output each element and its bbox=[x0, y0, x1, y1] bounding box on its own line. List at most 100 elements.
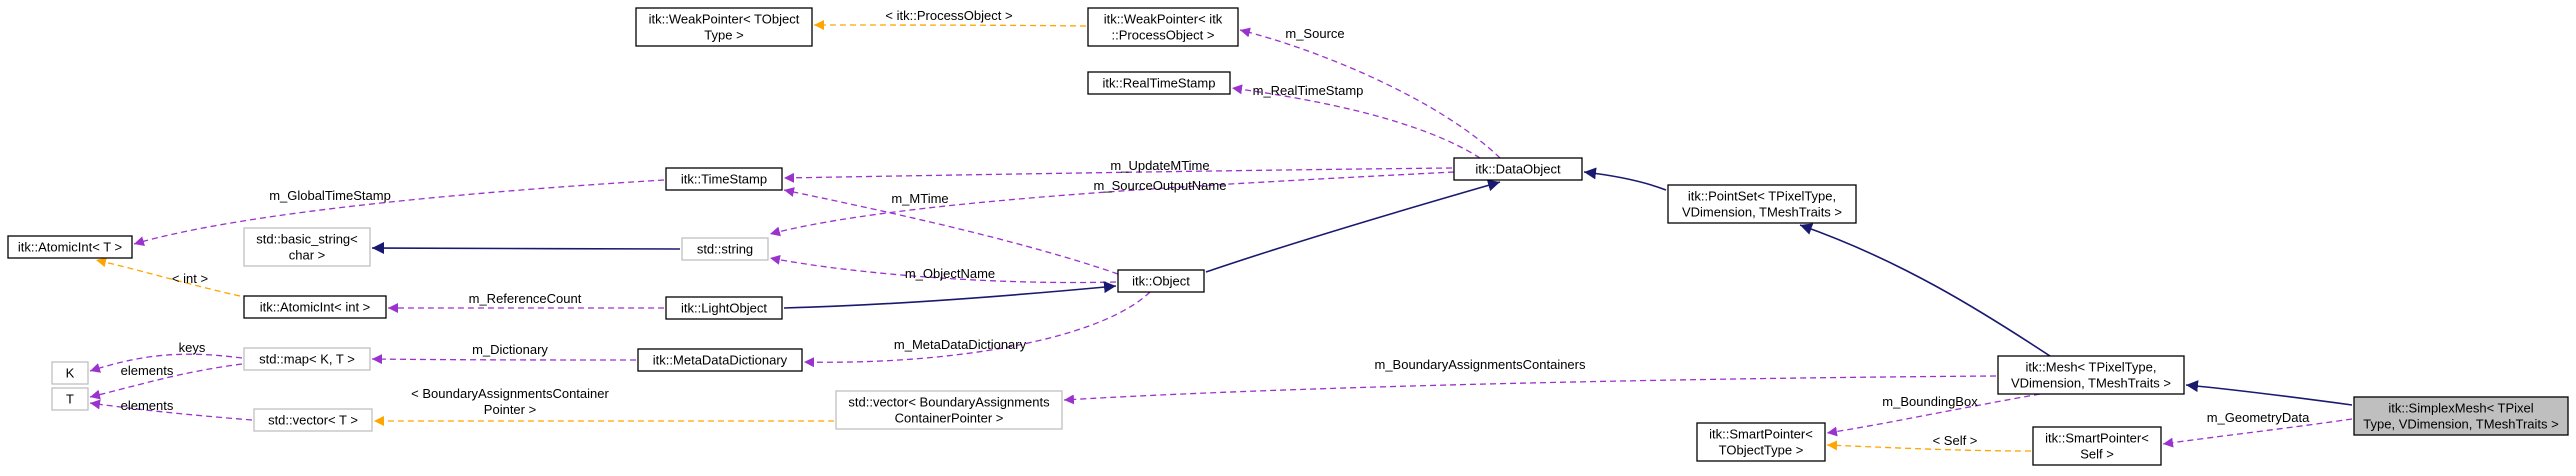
edge-keys: keys bbox=[89, 340, 243, 373]
node-box bbox=[635, 7, 813, 47]
edge-line bbox=[803, 291, 1151, 368]
edge-basicstring-string bbox=[371, 242, 681, 255]
edge-mesh-simplex bbox=[2185, 380, 2353, 406]
node-box bbox=[253, 408, 373, 432]
node-label: itk::SmartPointer< bbox=[1709, 427, 1813, 442]
node-box bbox=[681, 237, 769, 261]
node-label: itk::Object bbox=[1132, 274, 1190, 289]
edge-label: m_Dictionary bbox=[472, 342, 548, 357]
edge-boundaryassignments: m_BoundaryAssignmentsContainers bbox=[1063, 357, 1997, 405]
node-box bbox=[51, 387, 89, 411]
node-box bbox=[1453, 157, 1583, 181]
node-label: itk::RealTimeStamp bbox=[1103, 76, 1216, 91]
edge-source: m_Source bbox=[1239, 26, 1501, 159]
edge-label: Pointer > bbox=[484, 402, 536, 417]
class-node-weakptr-tobject[interactable]: itk::WeakPointer< TObjectType > bbox=[635, 7, 813, 47]
node-label: std::vector< T > bbox=[268, 413, 358, 428]
edge-label: m_ReferenceCount bbox=[469, 291, 582, 306]
class-node-dataobject[interactable]: itk::DataObject bbox=[1453, 157, 1583, 181]
class-node-atomicint-t[interactable]: itk::AtomicInt< T > bbox=[7, 235, 133, 259]
node-label: char > bbox=[289, 248, 326, 263]
class-node-atomicint-int[interactable]: itk::AtomicInt< int > bbox=[243, 295, 387, 319]
class-node-mesh[interactable]: itk::Mesh< TPixelType,VDimension, TMeshT… bbox=[1997, 355, 2185, 395]
edge-lightobject-object bbox=[783, 281, 1117, 309]
node-label: K bbox=[66, 366, 75, 381]
class-node-smartptr-tobject[interactable]: itk::SmartPointer<TObjectType > bbox=[1696, 422, 1826, 462]
edge-label: m_MetaDataDictionary bbox=[894, 337, 1027, 352]
edge-label: m_ObjectName bbox=[905, 266, 995, 281]
node-box bbox=[7, 235, 133, 259]
node-label: itk::SmartPointer< bbox=[2045, 431, 2149, 446]
node-label: itk::AtomicInt< T > bbox=[18, 240, 122, 255]
edge-label: elements bbox=[121, 398, 174, 413]
edge-line bbox=[769, 171, 1455, 237]
class-node-stdvector-bac[interactable]: std::vector< BoundaryAssignmentsContaine… bbox=[835, 390, 1063, 430]
edge-label: elements bbox=[121, 363, 174, 378]
class-node-object[interactable]: itk::Object bbox=[1117, 269, 1205, 293]
class-node-smartptr-self[interactable]: itk::SmartPointer<Self > bbox=[2032, 426, 2162, 466]
edge-label: < int > bbox=[172, 271, 208, 286]
class-node-t[interactable]: T bbox=[51, 387, 89, 411]
node-label: ContainerPointer > bbox=[895, 411, 1004, 426]
node-box bbox=[2353, 396, 2569, 436]
class-node-k[interactable]: K bbox=[51, 361, 89, 385]
edge-int-template: < int > bbox=[95, 257, 241, 297]
node-label: T bbox=[66, 392, 74, 407]
edge-line bbox=[2162, 418, 2353, 448]
node-box bbox=[243, 295, 387, 319]
node-label: itk::AtomicInt< int > bbox=[260, 300, 371, 315]
edge-line bbox=[1205, 179, 1501, 273]
edge-label: m_GlobalTimeStamp bbox=[269, 188, 391, 203]
node-box bbox=[1087, 71, 1231, 95]
edge-line bbox=[813, 20, 1087, 31]
node-box bbox=[243, 227, 371, 267]
node-box bbox=[243, 347, 371, 371]
edge-sourceoutputname: m_SourceOutputName bbox=[769, 171, 1455, 237]
node-label: Type > bbox=[704, 28, 743, 43]
edge-self-template: < Self > bbox=[1826, 433, 2032, 452]
edge-objectname: m_ObjectName bbox=[769, 254, 1117, 284]
node-box bbox=[51, 361, 89, 385]
edge-line bbox=[1826, 393, 2041, 437]
class-node-realtimestamp[interactable]: itk::RealTimeStamp bbox=[1087, 71, 1231, 95]
node-box bbox=[2032, 426, 2162, 466]
edge-line bbox=[783, 281, 1117, 309]
node-label: std::map< K, T > bbox=[259, 352, 355, 367]
edge-line bbox=[371, 242, 681, 255]
node-label: Self > bbox=[2080, 447, 2114, 462]
node-label: Type, VDimension, TMeshTraits > bbox=[2363, 417, 2558, 432]
class-node-lightobject[interactable]: itk::LightObject bbox=[665, 296, 783, 320]
edge-geometrydata: m_GeometryData bbox=[2162, 410, 2353, 448]
edge-label: < Self > bbox=[1933, 433, 1978, 448]
edge-metadatadictionary: m_MetaDataDictionary bbox=[803, 291, 1151, 368]
edge-line bbox=[783, 187, 1119, 275]
edge-line bbox=[371, 354, 637, 365]
edge-line bbox=[769, 254, 1117, 284]
edge-line bbox=[1826, 440, 2032, 452]
class-node-stdmap[interactable]: std::map< K, T > bbox=[243, 347, 371, 371]
node-box bbox=[1117, 269, 1205, 293]
edge-boundingbox: m_BoundingBox bbox=[1826, 393, 2041, 437]
class-node-basic-string[interactable]: std::basic_string<char > bbox=[243, 227, 371, 267]
class-node-timestamp[interactable]: itk::TimeStamp bbox=[665, 167, 783, 191]
class-node-weakptr-process[interactable]: itk::WeakPointer< itk::ProcessObject > bbox=[1087, 7, 1239, 47]
edge-globaltimestamp: m_GlobalTimeStamp bbox=[133, 179, 665, 246]
node-label: itk::MetaDataDictionary bbox=[653, 353, 788, 368]
edge-dataobject-pointset bbox=[1583, 167, 1667, 191]
class-node-stdstring[interactable]: std::string bbox=[681, 237, 769, 261]
class-node-metadatadict[interactable]: itk::MetaDataDictionary bbox=[637, 348, 803, 372]
node-label: itk::WeakPointer< itk bbox=[1104, 12, 1223, 27]
class-node-stdvector[interactable]: std::vector< T > bbox=[253, 408, 373, 432]
node-label: VDimension, TMeshTraits > bbox=[1682, 205, 1842, 220]
edge-label: m_RealTimeStamp bbox=[1253, 83, 1364, 98]
node-box bbox=[665, 167, 783, 191]
edge-object-dataobject bbox=[1205, 179, 1501, 273]
edge-label: keys bbox=[179, 340, 206, 355]
node-box bbox=[1696, 422, 1826, 462]
edge-dictionary: m_Dictionary bbox=[371, 342, 637, 365]
class-node-pointset[interactable]: itk::PointSet< TPixelType,VDimension, TM… bbox=[1667, 184, 1857, 224]
edge-map-elements: elements bbox=[89, 363, 243, 400]
node-label: itk::SimplexMesh< TPixel bbox=[2388, 401, 2533, 416]
node-label: TObjectType > bbox=[1719, 443, 1804, 458]
